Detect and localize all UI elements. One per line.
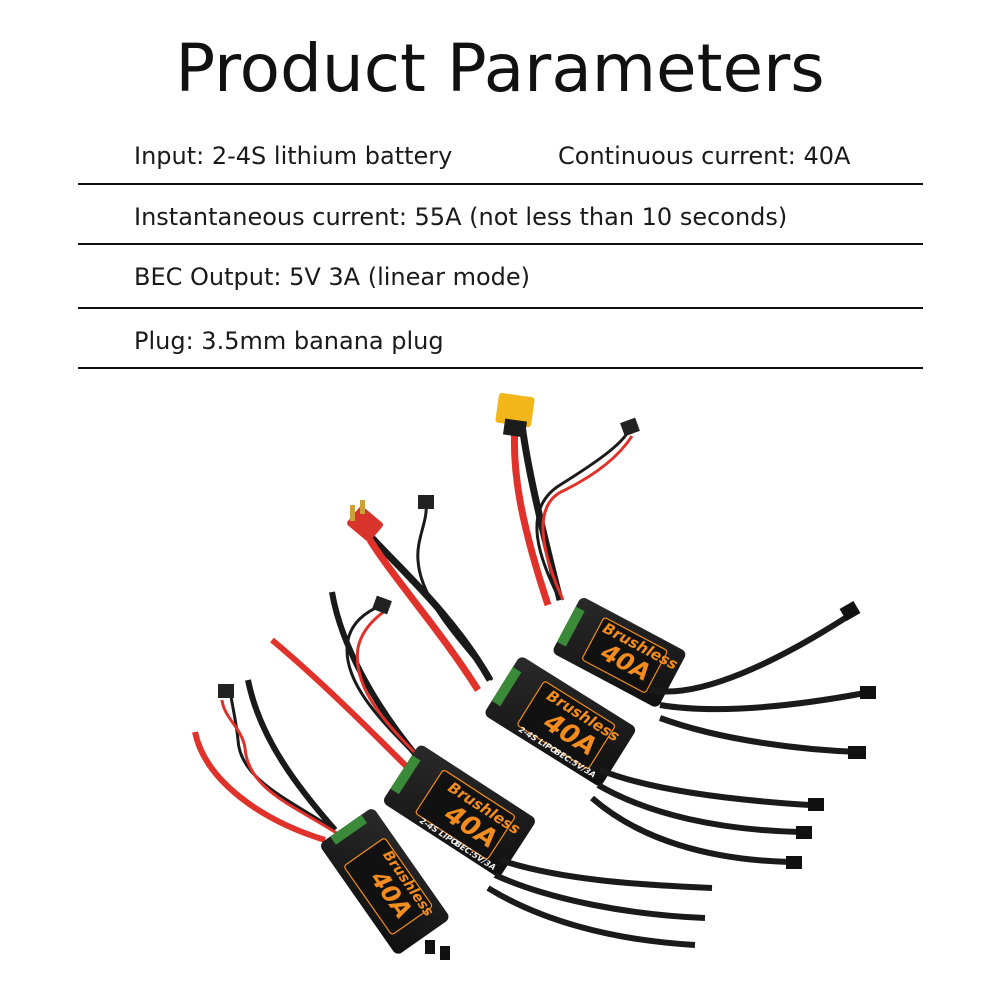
t-plug-connector-icon [347,500,383,542]
esc-unit-3 [347,495,824,869]
param-plug: Plug: 3.5mm banana plug [134,327,444,355]
param-instantaneous-current: Instantaneous current: 55A (not less tha… [134,203,788,231]
param-row-plug: Plug: 3.5mm banana plug [78,309,923,369]
esc-product-image: Brushless 40A Brushless 40A 2-4S LIPO BE… [192,393,876,960]
param-row-bec: BEC Output: 5V 3A (linear mode) [78,245,923,309]
param-input: Input: 2-4S lithium battery [134,142,453,170]
param-row-input: Input: 2-4S lithium battery Continuous c… [78,130,923,185]
param-bec-output: BEC Output: 5V 3A (linear mode) [134,263,531,291]
xt60-connector-icon [495,393,535,438]
page-title: Product Parameters [175,30,825,107]
esc-unit-2 [270,591,713,948]
esc-unit-1 [192,679,450,960]
esc-unit-4 [495,393,876,759]
param-row-instantaneous: Instantaneous current: 55A (not less tha… [78,185,923,245]
param-continuous-current: Continuous current: 40A [558,142,851,170]
